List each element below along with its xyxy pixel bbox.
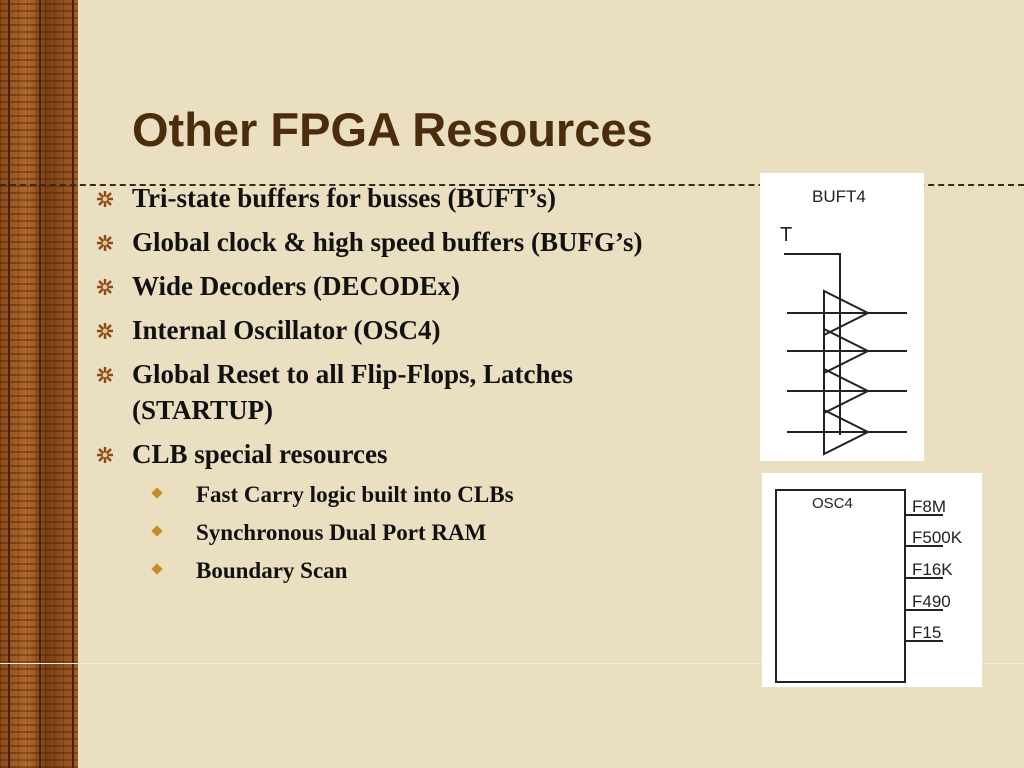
- asterisk-icon: [97, 191, 113, 207]
- bullet-text: Internal Oscillator (OSC4): [132, 315, 441, 345]
- buft4-diagram: BUFT4 T: [760, 173, 924, 461]
- bullet-item: Global Reset to all Flip-Flops, Latches …: [96, 356, 716, 428]
- osc4-schematic: OSC4 F8M F500K F16K F490 F15: [775, 489, 963, 683]
- output-f8m-label: F8M: [912, 497, 946, 516]
- bullet-item: Wide Decoders (DECODEx): [96, 268, 716, 304]
- output-f490-label: F490: [912, 592, 951, 611]
- sub-bullet-text: Fast Carry logic built into CLBs: [196, 482, 514, 507]
- output-f15-label: F15: [912, 623, 941, 642]
- t-input-label: T: [780, 224, 792, 246]
- bullet-text: Tri-state buffers for busses (BUFT’s): [132, 183, 556, 213]
- buft4-label: BUFT4: [812, 187, 866, 206]
- band-stripe: [72, 0, 74, 768]
- output-f16k-label: F16K: [912, 560, 953, 579]
- sub-bullet-item: Synchronous Dual Port RAM: [96, 518, 716, 548]
- asterisk-icon: [97, 279, 113, 295]
- sub-bullet-item: Fast Carry logic built into CLBs: [96, 480, 716, 510]
- output-f500k-label: F500K: [912, 528, 963, 547]
- asterisk-icon: [97, 323, 113, 339]
- band-stripe: [8, 0, 10, 768]
- bullet-text: Wide Decoders (DECODEx): [132, 271, 460, 301]
- sub-bullet-item: Boundary Scan: [96, 556, 716, 586]
- bullet-text: Global clock & high speed buffers (BUFG’…: [132, 227, 643, 257]
- divider-line-bottom: [0, 663, 1024, 664]
- bullet-item: Internal Oscillator (OSC4): [96, 312, 716, 348]
- osc4-diagram: OSC4 F8M F500K F16K F490 F15: [762, 473, 982, 687]
- sub-bullet-text: Synchronous Dual Port RAM: [196, 520, 487, 545]
- bullet-item: CLB special resources: [96, 436, 716, 472]
- bullet-text: CLB special resources: [132, 439, 388, 469]
- osc4-label: OSC4: [812, 495, 853, 512]
- diamond-icon: [151, 525, 163, 537]
- bullet-item: Tri-state buffers for busses (BUFT’s): [96, 180, 716, 216]
- slide-title: Other FPGA Resources: [132, 103, 653, 156]
- diamond-icon: [151, 563, 163, 575]
- bullet-item: Global clock & high speed buffers (BUFG’…: [96, 224, 716, 260]
- bullet-text: Global Reset to all Flip-Flops, Latches …: [132, 359, 573, 425]
- decorative-side-band: [0, 0, 78, 768]
- asterisk-icon: [97, 447, 113, 463]
- divider-line: [0, 184, 1024, 186]
- diamond-icon: [151, 487, 163, 499]
- asterisk-icon: [97, 235, 113, 251]
- band-stripe: [39, 0, 41, 768]
- asterisk-icon: [97, 367, 113, 383]
- buft4-schematic: BUFT4 T: [780, 187, 907, 456]
- sub-bullet-text: Boundary Scan: [196, 558, 348, 583]
- bullet-list: Tri-state buffers for busses (BUFT’s) Gl…: [96, 180, 716, 594]
